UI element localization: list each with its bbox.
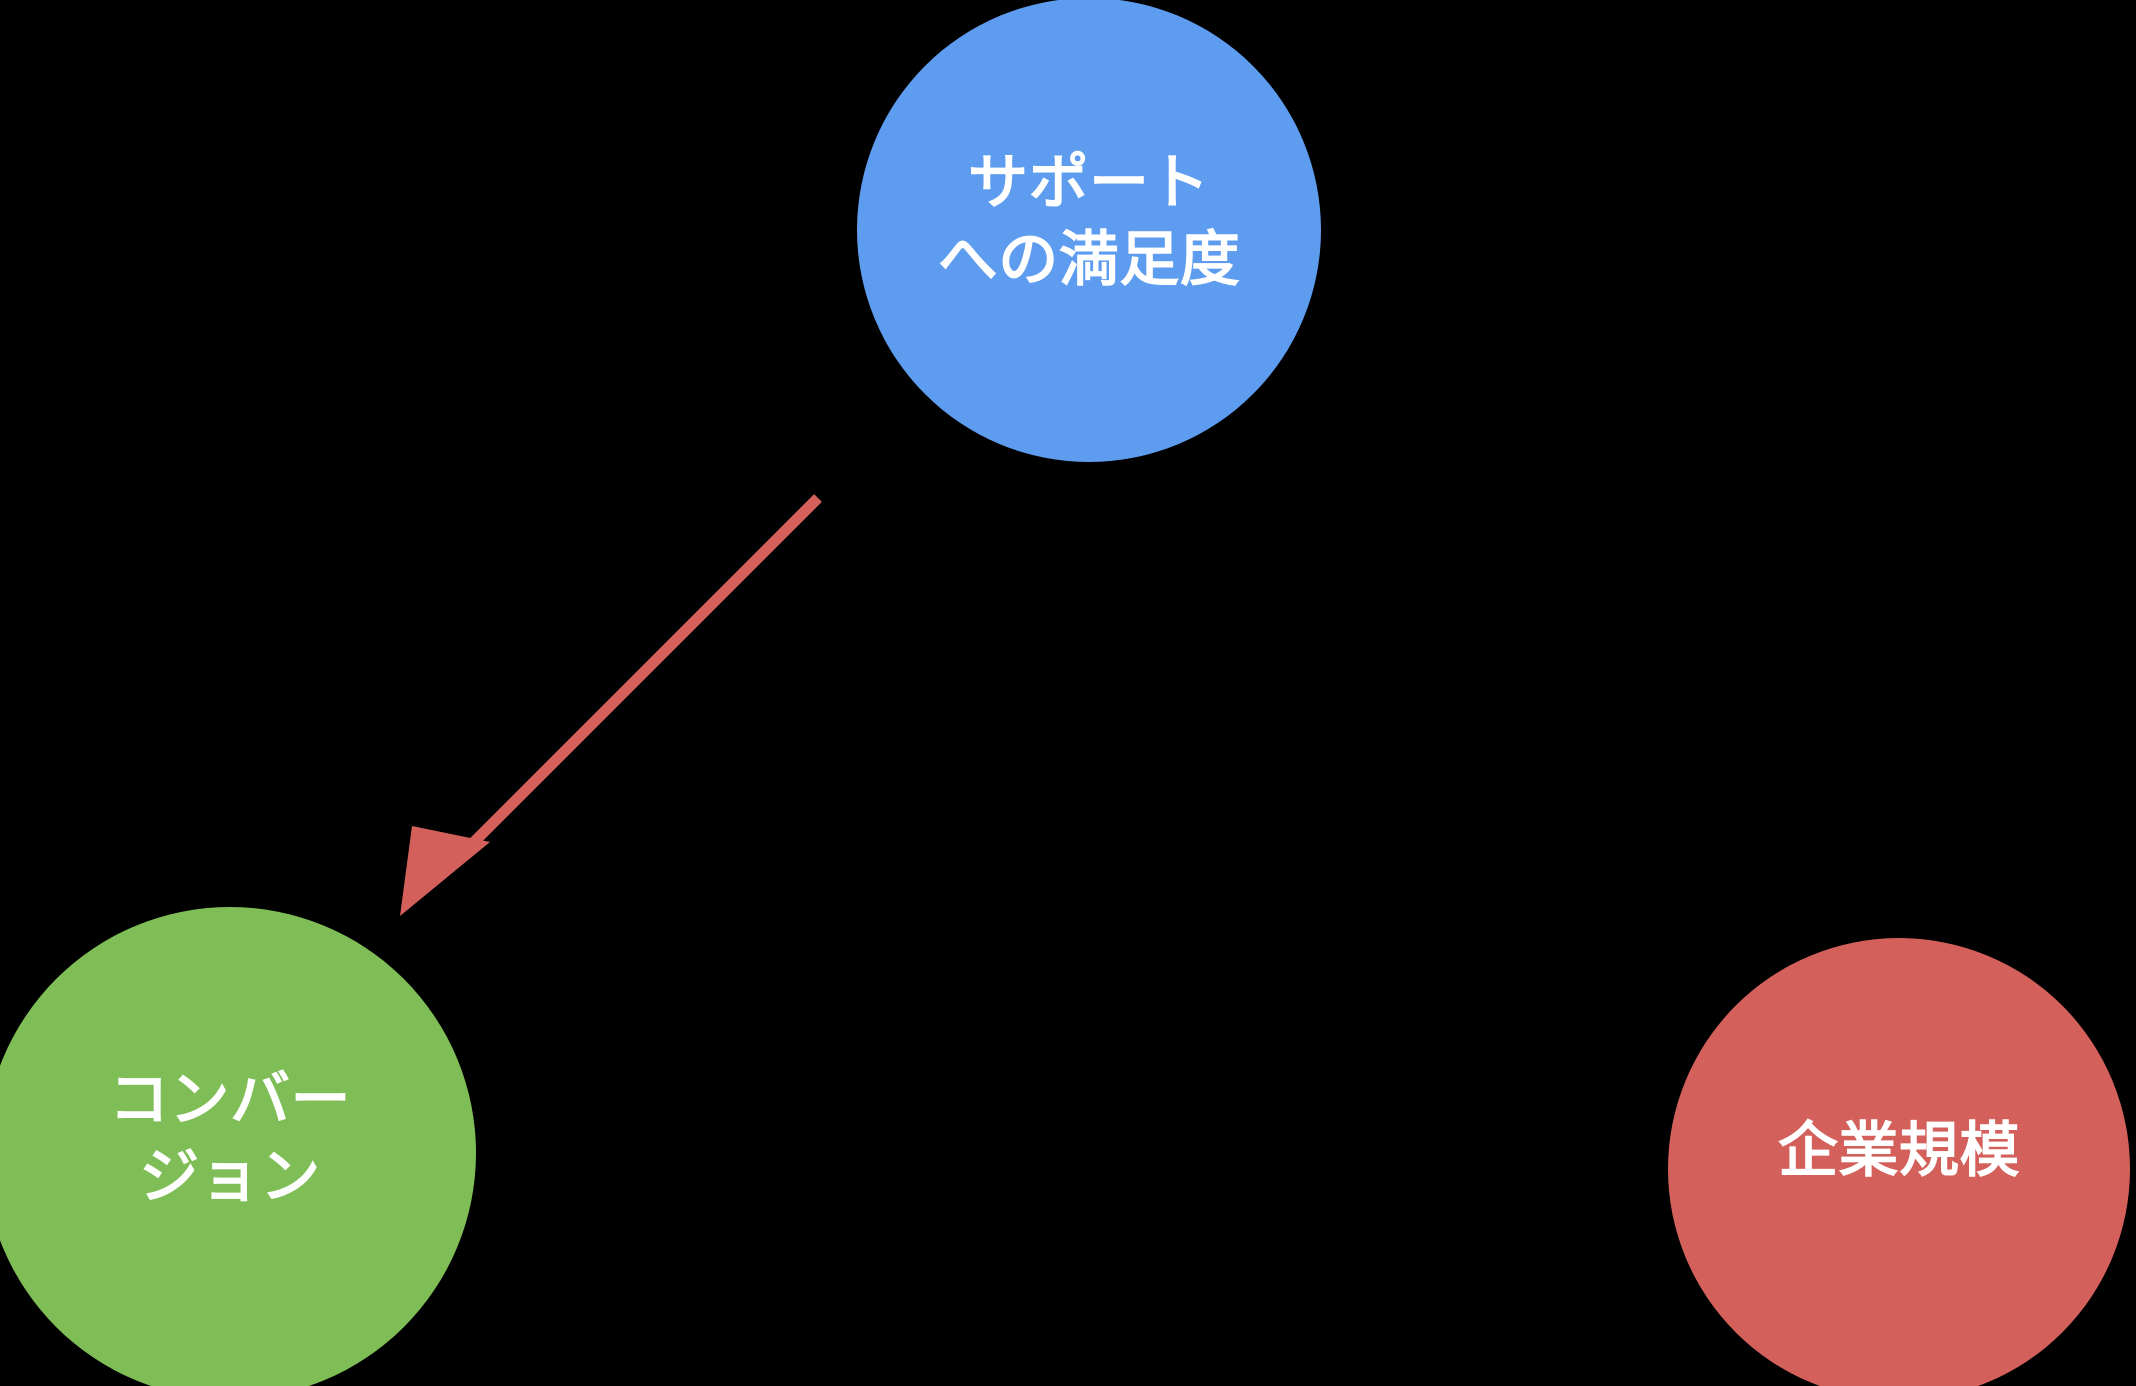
edge-arrowhead [400,826,490,916]
node-conversion-label: コンバー ジョン [109,1065,351,1212]
node-company-size-label: 企業規模 [1778,1115,2020,1186]
node-company-size[interactable]: 企業規模 [1668,938,2130,1386]
edge-line [448,494,822,868]
node-support-satisfaction[interactable]: サポート への満足度 [857,0,1321,462]
node-support-satisfaction-label: サポート への満足度 [937,148,1241,295]
edge-support-to-conversion[interactable] [400,494,822,916]
node-conversion[interactable]: コンバー ジョン [0,907,476,1386]
